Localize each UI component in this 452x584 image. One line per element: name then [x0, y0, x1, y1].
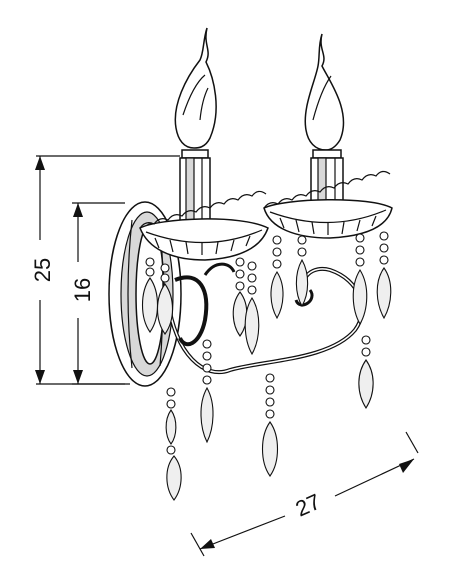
- dimension-width: 27: [190, 431, 419, 557]
- crystal-strand-long: [200, 339, 214, 444]
- crystal-strand-long: [358, 335, 374, 410]
- crystal-strand: [156, 263, 174, 335]
- dimension-label-27: 27: [292, 489, 325, 522]
- crystal-strand: [232, 257, 248, 337]
- candle-bulb-right: [304, 33, 345, 151]
- crystal-strand-long: [261, 373, 279, 477]
- crystal-strand: [376, 231, 392, 320]
- dimension-height-backplate: 16: [70, 202, 125, 385]
- crystal-strand: [270, 235, 284, 320]
- crystal-strand: [244, 261, 260, 356]
- bobeche-right: [263, 170, 393, 239]
- sconce-arms: [166, 262, 364, 375]
- crystal-strand: [295, 235, 309, 308]
- bobeche-left: [139, 190, 269, 261]
- candle-sleeve-left: [179, 149, 211, 231]
- candle-bulb-left: [174, 27, 217, 149]
- crystal-strand-long: [165, 387, 182, 501]
- dimension-label-25: 25: [30, 258, 55, 282]
- dimension-label-16: 16: [70, 278, 95, 302]
- crystal-strand: [352, 233, 368, 326]
- dimension-height-total: 25: [30, 155, 180, 385]
- crystal-strand: [141, 257, 159, 333]
